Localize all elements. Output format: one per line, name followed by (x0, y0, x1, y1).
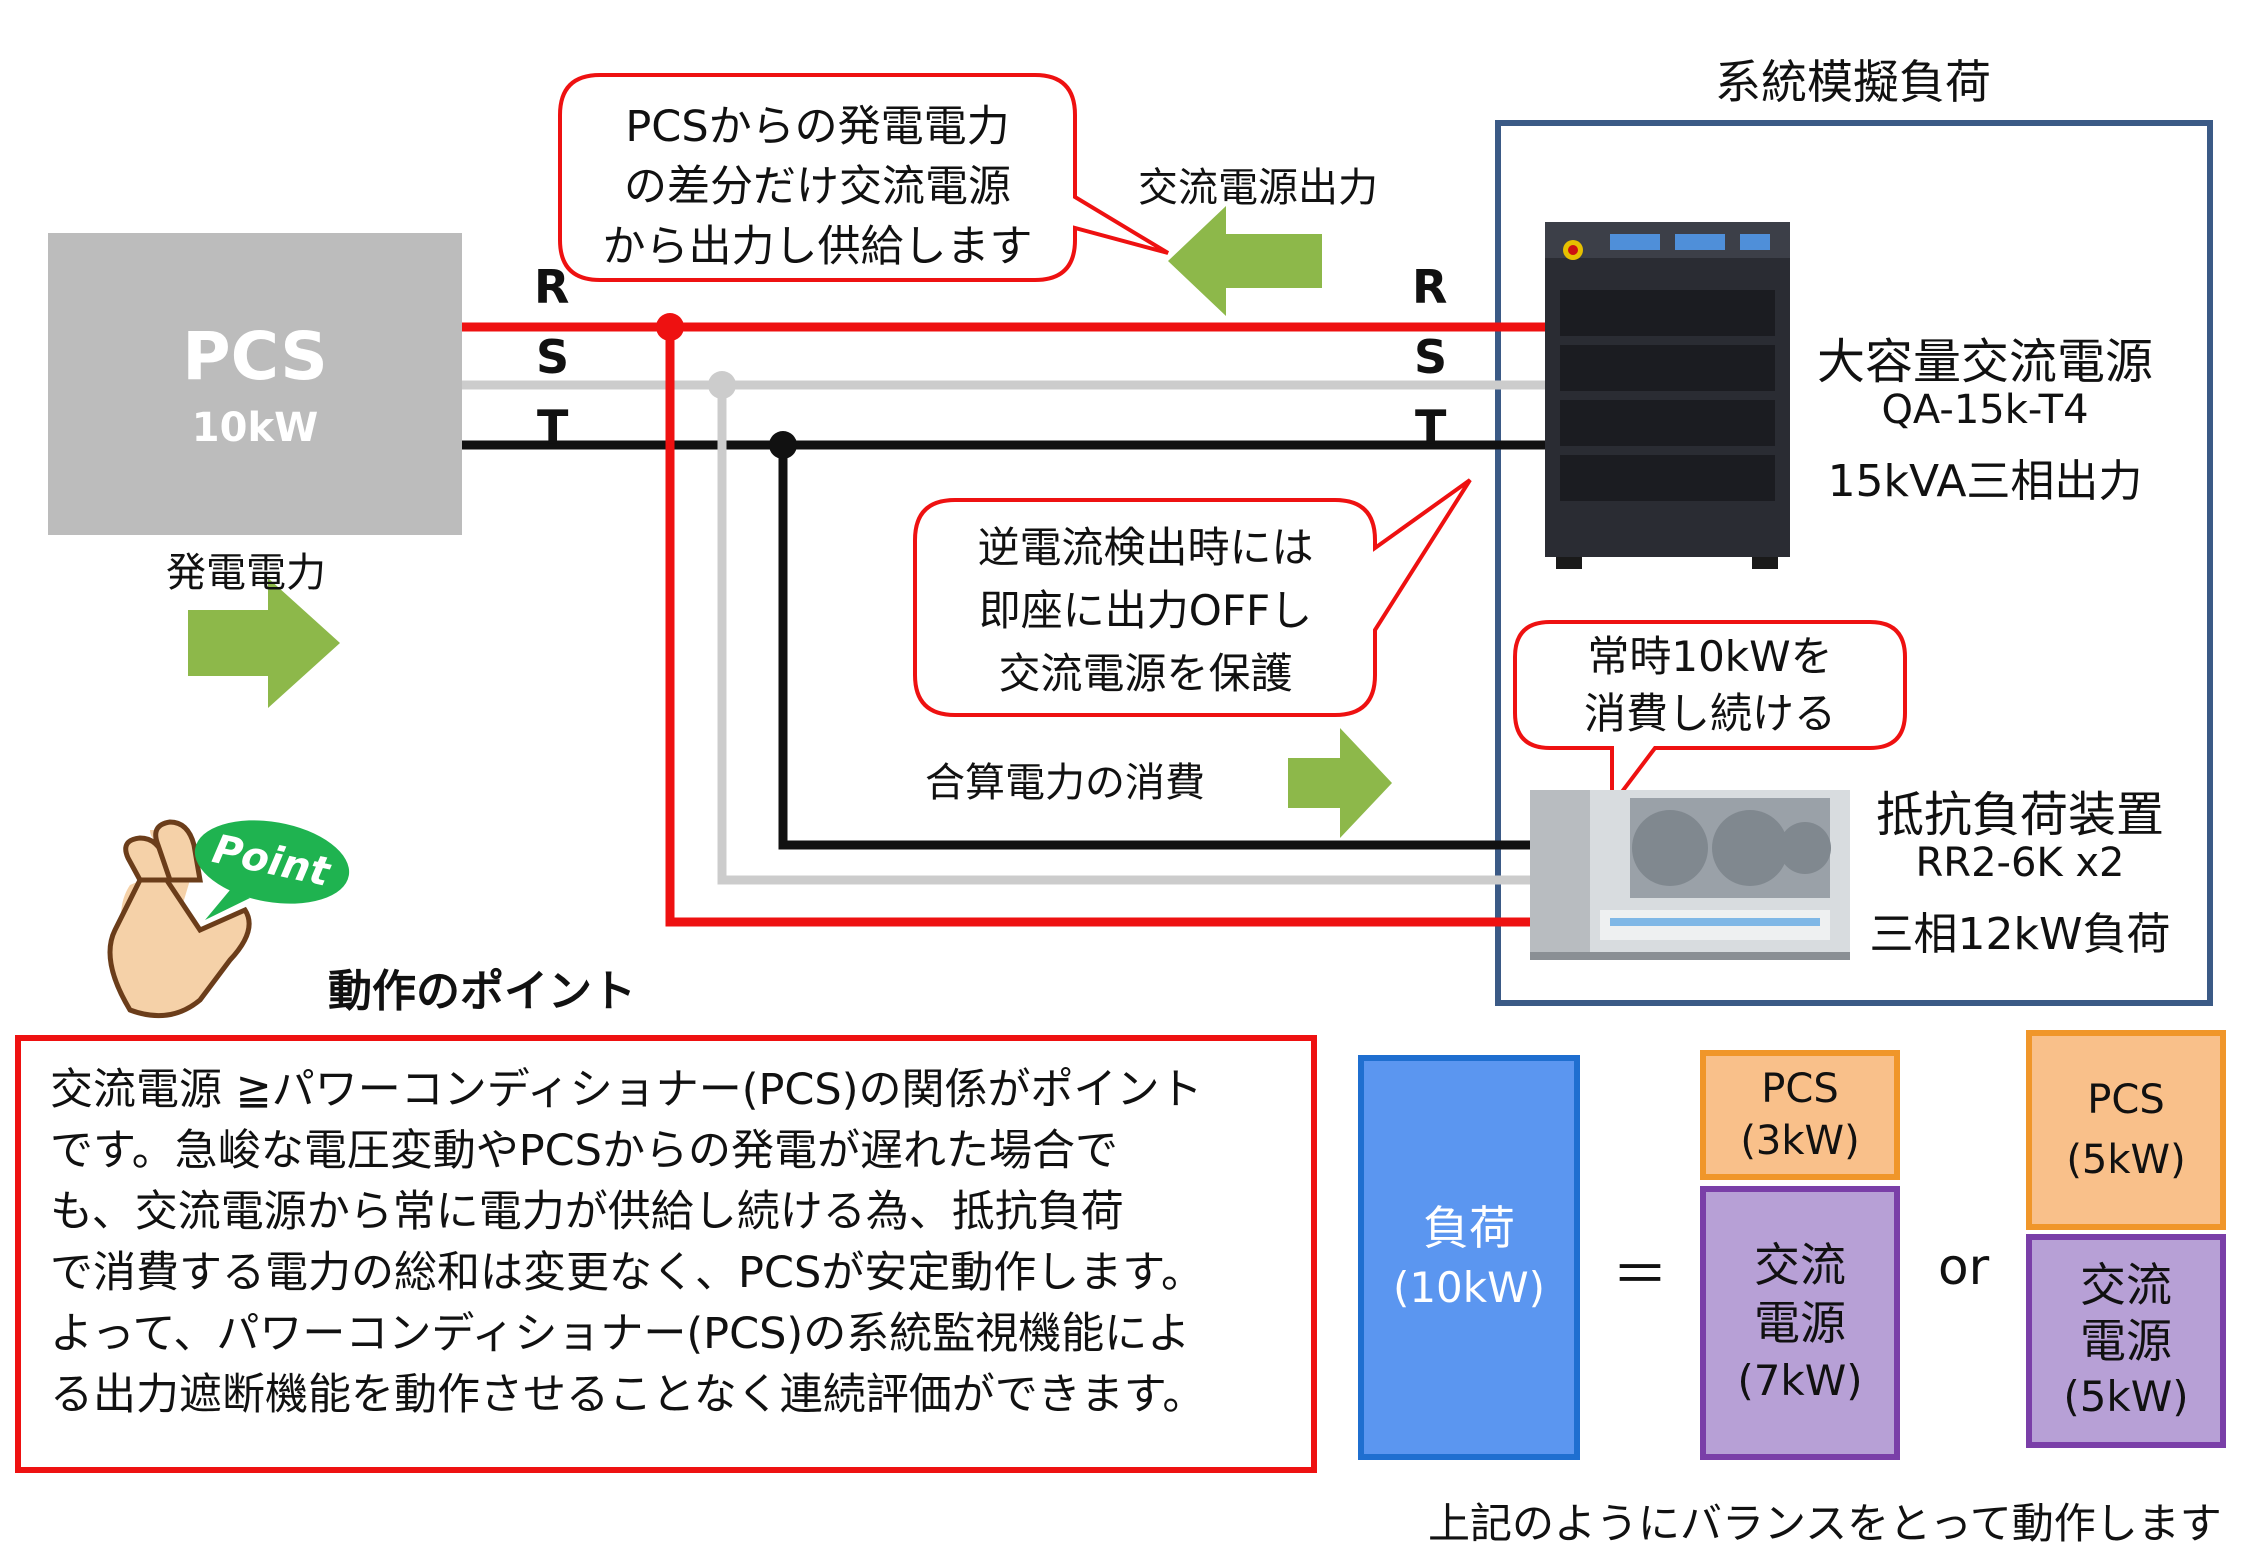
phase-label-left-s: S (536, 330, 570, 384)
case2-ac-value: (5kW) (2063, 1372, 2189, 1421)
ac-source-model: QA-15k-T4 (1881, 387, 2089, 433)
point-heading: 動作のポイント (328, 966, 636, 1017)
callout-constant-text: 常時10kWを 消費し続ける (1518, 628, 1902, 742)
description-line-2: です。急峻な電圧変動やPCSからの発電が遅れた場合で (50, 1126, 1118, 1176)
phase-label-left-t: T (537, 400, 569, 454)
or-label: or (1938, 1238, 1990, 1296)
s-junction-dot (708, 371, 736, 399)
resistor-load-spec: 三相12kW負荷 (1869, 909, 2171, 960)
callout-constant-line-2: 消費し続ける (1583, 689, 1836, 738)
balance-caption: 上記のようにバランスをとって動作します (1428, 1499, 2222, 1548)
callout-reverse-line-3: 交流電源を保護 (998, 649, 1293, 698)
callout-difference-line-2: の差分だけ交流電源 (624, 162, 1011, 212)
description-line-6: る出力遮断機能を動作させることなく連続評価ができます。 (50, 1370, 1206, 1420)
callout-difference-line-1: PCSからの発電電力 (625, 102, 1010, 152)
load-box: 負荷 (10kW) (1358, 1055, 1580, 1460)
description-line-4: で消費する電力の総和は変更なく、PCSが安定動作します。 (50, 1248, 1204, 1298)
system-load-title: 系統模擬負荷 (1715, 55, 1991, 109)
callout-reverse-line-2: 即座に出力OFFし (978, 586, 1313, 635)
pcs-power: 10kW (191, 405, 319, 451)
case2-pcs-box: PCS (5kW) (2026, 1030, 2226, 1230)
callout-reverse-line-1: 逆電流検出時には (977, 523, 1314, 572)
phase-label-right-r: R (1412, 260, 1448, 314)
case1-ac-value: (7kW) (1737, 1356, 1863, 1405)
case1-ac-label-1: 交流 (1754, 1238, 1846, 1292)
phase-label-left-r: R (534, 260, 570, 314)
pcs-name: PCS (182, 318, 328, 395)
callout-reverse-text: 逆電流検出時には 即座に出力OFFし 交流電源を保護 (918, 516, 1373, 705)
callout-constant-bubble (1513, 620, 1907, 811)
pointing-hand-icon (107, 819, 252, 1019)
case2-pcs-label: PCS (2087, 1077, 2165, 1123)
pcs-box: PCS 10kW (48, 233, 462, 535)
callout-difference-bubble (558, 73, 1170, 282)
ac-source-name: 大容量交流電源 (1816, 334, 2153, 390)
load-box-label: 負荷 (1423, 1200, 1515, 1255)
phase-label-right-s: S (1414, 330, 1448, 384)
consumption-label: 合算電力の消費 (925, 760, 1205, 806)
ac-source-spec: 15kVA三相出力 (1827, 456, 2143, 507)
description-line-3: も、交流電源から常に電力が供給し続ける為、抵抗負荷 (50, 1187, 1124, 1237)
resistor-load-image (1530, 790, 1850, 960)
generation-label: 発電電力 (166, 550, 326, 596)
description-line-1: 交流電源 ≧パワーコンディショナー(PCS)の関係がポイント (50, 1065, 1203, 1115)
ac-output-label: 交流電源出力 (1138, 165, 1378, 211)
point-badge-bubble (194, 820, 350, 904)
ac-output-arrow-icon (1168, 206, 1322, 316)
case2-pcs-value: (5kW) (2066, 1137, 2186, 1183)
case1-pcs-label: PCS (1761, 1066, 1839, 1112)
description-frame (15, 1035, 1317, 1473)
point-badge-tail (205, 890, 250, 920)
case2-ac-box: 交流 電源 (5kW) (2026, 1234, 2226, 1448)
description-line-5: よって、パワーコンディショナー(PCS)の系統監視機能によ (50, 1309, 1191, 1359)
case2-ac-label-2: 電源 (2080, 1314, 2172, 1368)
system-load-frame (1495, 120, 2213, 1006)
callout-reverse-bubble (913, 478, 1472, 717)
load-box-value: (10kW) (1392, 1262, 1546, 1312)
case2-ac-label-1: 交流 (2080, 1258, 2172, 1312)
description-text: 交流電源 ≧パワーコンディショナー(PCS)の関係がポイント です。急峻な電圧変… (50, 1060, 1290, 1426)
phase-label-right-t: T (1415, 400, 1447, 454)
resistor-load-model: RR2-6K x2 (1915, 840, 2125, 886)
t-junction-dot (769, 431, 797, 459)
consumption-arrow-icon (1288, 728, 1392, 838)
s-drop-line (717, 385, 1545, 885)
generation-arrow-icon (188, 578, 340, 708)
equals-sign: ＝ (1612, 1243, 1668, 1308)
case1-pcs-value: (3kW) (1740, 1118, 1860, 1164)
case1-pcs-box: PCS (3kW) (1700, 1050, 1900, 1180)
callout-difference-text: PCSからの発電電力 の差分だけ交流電源 から出力し供給します (565, 97, 1070, 277)
resistor-load-name: 抵抗負荷装置 (1875, 787, 2164, 843)
t-drop-line (778, 445, 1545, 850)
r-drop-line (665, 327, 1545, 927)
case1-ac-label-2: 電源 (1754, 1296, 1846, 1350)
r-junction-dot (656, 313, 684, 341)
case1-ac-box: 交流 電源 (7kW) (1700, 1186, 1900, 1460)
ac-power-source-image (1545, 222, 1790, 569)
callout-difference-line-3: から出力し供給します (602, 222, 1033, 272)
callout-constant-line-1: 常時10kWを (1587, 632, 1833, 681)
